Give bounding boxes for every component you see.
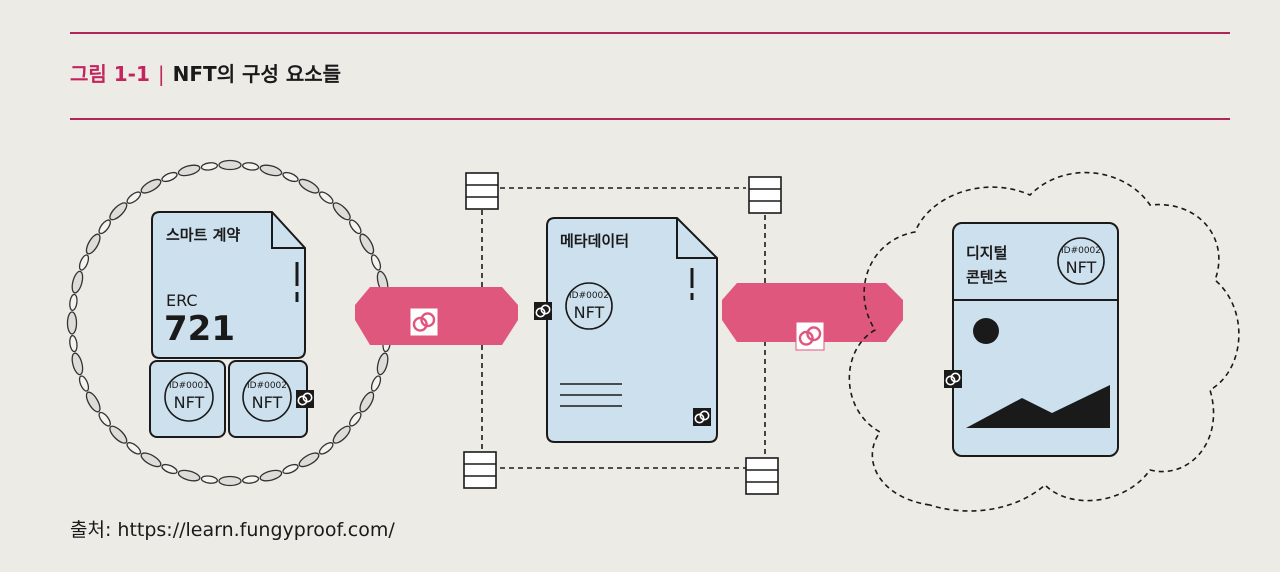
digital-content-title-line1: 디지털: [966, 244, 1007, 262]
chain-link: [359, 391, 375, 413]
digital-content-title-line2: 콘텐츠: [966, 268, 1008, 286]
chain-link: [282, 171, 299, 183]
chain-link: [259, 164, 283, 177]
chain-link: [298, 452, 320, 468]
chain-link: [78, 375, 90, 392]
chain-link: [359, 233, 375, 255]
chain-link: [69, 335, 78, 353]
chain-link: [71, 270, 84, 294]
chain-link: [140, 178, 162, 194]
chain-link-icon: [944, 370, 962, 388]
chain-link: [218, 475, 242, 487]
metadata-token-label: NFT: [574, 303, 605, 322]
bottom-rule: [70, 118, 1230, 120]
link-band-right: [722, 283, 903, 351]
metadata-title: 메타데이터: [560, 232, 629, 250]
chain-link: [69, 293, 78, 311]
chain-link: [370, 254, 382, 271]
chain-link: [332, 425, 351, 444]
link-band-left: [355, 287, 518, 345]
mountain-image-icon: [966, 318, 1110, 428]
server-icon: [748, 176, 782, 214]
chain-link: [78, 254, 90, 271]
chain-link: [376, 352, 389, 376]
chain-link: [332, 202, 351, 221]
chain-link-icon: [693, 408, 711, 426]
chain-link: [177, 469, 201, 482]
metadata-card: 메타데이터 ID#0002 NFT: [546, 217, 718, 443]
chain-link: [85, 391, 101, 413]
figure-title: 그림 1-1 | NFT의 구성 요소들: [70, 58, 341, 87]
chain-link: [140, 452, 162, 468]
chain-link: [349, 411, 362, 427]
figure-label: 그림 1-1: [70, 62, 150, 86]
chain-link: [200, 162, 218, 171]
token-2-label: NFT: [252, 393, 283, 412]
erc-label: ERC: [166, 291, 198, 310]
erc-number: 721: [164, 309, 235, 349]
token-1-id: ID#0001: [169, 381, 209, 391]
chain-link: [109, 425, 128, 444]
chain-link: [318, 442, 334, 455]
token-2-id: ID#0002: [247, 381, 287, 391]
metadata-token-id: ID#0002: [569, 291, 609, 301]
chain-link: [161, 171, 178, 183]
nft-token-card-1: ID#0001 NFT: [149, 360, 226, 438]
server-icon: [745, 457, 779, 495]
chain-link: [85, 233, 101, 255]
content-token-id: ID#0002: [1061, 246, 1101, 256]
title-separator: |: [157, 62, 165, 86]
chain-link: [126, 442, 142, 455]
chain-link: [126, 191, 142, 204]
chain-link: [282, 463, 299, 475]
chain-link: [242, 162, 260, 171]
content-token-label: NFT: [1066, 258, 1097, 277]
source-caption: 출처: https://learn.fungyproof.com/: [70, 519, 395, 541]
chain-link: [298, 178, 320, 194]
digital-content-card: 디지털 콘텐츠 ID#0002 NFT: [952, 222, 1119, 457]
chain-link: [109, 202, 128, 221]
chain-link: [98, 411, 111, 427]
chain-link: [66, 311, 78, 335]
chain-link: [161, 463, 178, 475]
chain-link: [200, 475, 218, 484]
chain-link-icon: [296, 390, 314, 408]
chain-link: [318, 191, 334, 204]
figure-title-text: NFT의 구성 요소들: [172, 62, 342, 86]
chain-link: [71, 352, 84, 376]
token-1-label: NFT: [174, 393, 205, 412]
top-rule: [70, 32, 1230, 34]
chain-link: [177, 164, 201, 177]
chain-link: [98, 219, 111, 235]
server-icon: [465, 172, 499, 210]
chain-link: [259, 469, 283, 482]
chain-link: [370, 375, 382, 392]
chain-link: [218, 159, 242, 171]
server-icon: [463, 451, 497, 489]
cloud-outline: [848, 171, 1240, 512]
smart-contract-title: 스마트 계약: [166, 226, 240, 244]
chain-link: [349, 219, 362, 235]
chain-link-icon: [534, 302, 552, 320]
smart-contract-card: 스마트 계약 ERC 721: [151, 211, 306, 359]
nft-token-card-2: ID#0002 NFT: [228, 360, 308, 438]
chain-link: [242, 475, 260, 484]
